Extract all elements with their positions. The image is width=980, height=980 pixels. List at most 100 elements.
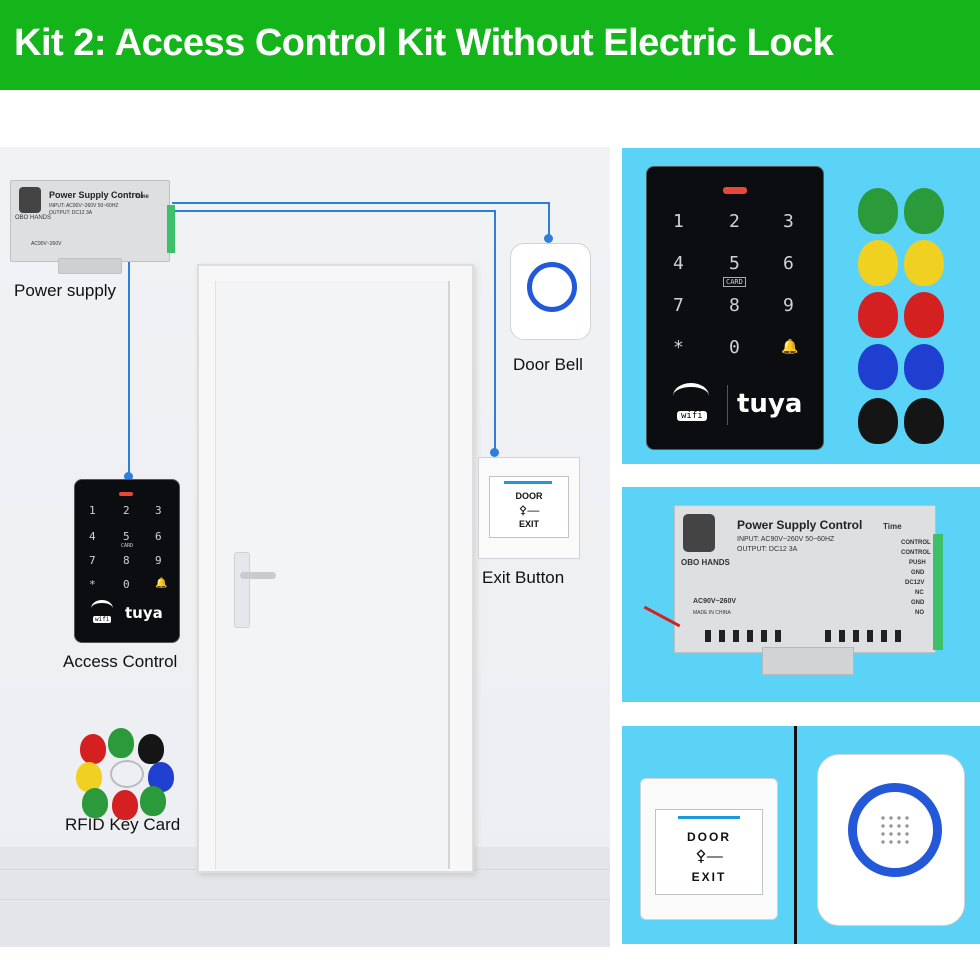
psu-mounting-bracket [58,258,122,274]
card-label: CARD [121,543,134,549]
key-1: 1 [89,504,96,517]
panel-door-bell [797,726,980,944]
key-ring [110,760,144,788]
card-label: CARD [723,277,746,287]
rfid-tag-yellow [76,762,102,792]
rfid-tag-green [904,188,944,234]
exit-door-text: DOOR [515,491,543,501]
key-8: 8 [123,554,130,567]
terminal-label: NC [915,590,924,596]
terminal-label: CONTROL [901,540,931,546]
terminal-block [167,205,175,253]
tuya-logo: tuya [737,389,803,419]
power-supply-small: OBO HANDS Power Supply Control INPUT: AC… [10,180,175,262]
rfid-tag-green [82,788,108,818]
panel-power-supply: OBO HANDS Power Supply Control INPUT: AC… [622,487,980,702]
rfid-tag-red [112,790,138,820]
rfid-tag-green [140,786,166,816]
key-2: 2 [123,504,130,517]
power-supply-large: OBO HANDS Power Supply Control INPUT: AC… [674,505,943,653]
wifi-icon [673,383,709,409]
rfid-tag-yellow [858,240,898,286]
psu-brand: OBO HANDS [15,215,52,221]
door-bell-large [817,754,965,926]
key-1: 1 [673,211,684,232]
key-0: 0 [123,578,130,591]
psu-mounting-bracket [762,647,854,675]
key-4: 4 [673,253,684,274]
wire-psu-to-exit [172,210,495,212]
exit-exit-text: EXIT [691,870,727,884]
rfid-tag-black [858,398,898,444]
key-star: * [89,578,96,591]
rfid-tag-black [138,734,164,764]
wire-psu-to-exit [494,210,496,450]
key-4: 4 [89,530,96,543]
psu-title: Power Supply Control [49,190,144,200]
label-rfid-key-card: RFID Key Card [65,815,181,834]
key-0: 0 [729,337,740,358]
exit-button-face: DOOR ⚴— EXIT [655,809,763,895]
rfid-tag-black [904,398,944,444]
vent-slots [705,630,785,642]
key-6: 6 [155,530,162,543]
vent-slots [825,630,905,642]
wire-psu-to-keypad [128,252,130,474]
rfid-tag-green [858,188,898,234]
rfid-tag-yellow [904,240,944,286]
terminal-block [933,534,943,650]
speaker-grille [879,814,911,846]
key-9: 9 [155,554,162,567]
indicator-strip [504,481,552,484]
psu-time-label: Time [883,522,902,531]
psu-brand: OBO HANDS [681,558,730,567]
rfid-tag-blue [904,344,944,390]
status-led [119,492,133,496]
rfid-tags-cluster [76,728,178,820]
header-banner: Kit 2: Access Control Kit Without Electr… [0,0,980,90]
panel-exit-button: DOOR ⚴— EXIT [622,726,794,944]
hand-logo-icon [683,514,715,552]
bell-key-icon: 🔔 [781,339,799,355]
psu-time-label: Time [135,194,149,200]
key-9: 9 [783,295,794,316]
key-icon: ⚴— [518,503,540,517]
key-7: 7 [89,554,96,567]
panel-keypad-and-tags: 1 2 3 4 5 6 CARD 7 8 9 * 0 🔔 wifi tuya [622,148,980,464]
tuya-logo: tuya [125,604,163,622]
psu-rating: AC90V~260V [693,598,737,605]
exit-door-text: DOOR [687,830,731,844]
door-handle [240,572,276,579]
bell-key-icon: 🔔 [155,578,168,589]
psu-rating: AC90V~260V [31,241,62,247]
key-5: 5 [123,530,130,543]
label-access-control: Access Control [63,652,178,671]
rfid-tag-red [80,734,106,764]
terminal-label: DC12V [905,580,925,586]
key-3: 3 [783,211,794,232]
floor-line [0,899,610,900]
rfid-tag-red [858,292,898,338]
speaker-icon [527,262,577,312]
terminal-label: GND [911,570,925,576]
wire-connector [490,448,499,457]
panel-divider [794,726,797,944]
psu-input: INPUT: AC90V~260V 50~60HZ [737,536,835,543]
wire-connector [124,472,133,481]
key-5: 5 [729,253,740,274]
exit-button-large: DOOR ⚴— EXIT [640,778,778,920]
indicator-strip [678,816,740,819]
wire-connector [544,234,553,243]
exit-exit-text: EXIT [518,519,539,529]
psu-made-in: MADE IN CHINA [693,610,731,616]
door-handle-plate [234,552,250,628]
door-bell-small [510,243,591,340]
exit-button-small: DOOR ⚴— EXIT [478,457,580,559]
key-7: 7 [673,295,684,316]
divider [727,385,728,425]
label-door-bell: Door Bell [513,355,583,374]
label-exit-button: Exit Button [482,568,565,587]
psu-input: INPUT: AC90V~260V 50~60HZ [49,203,119,209]
key-3: 3 [155,504,162,517]
key-icon: ⚴— [695,848,723,865]
